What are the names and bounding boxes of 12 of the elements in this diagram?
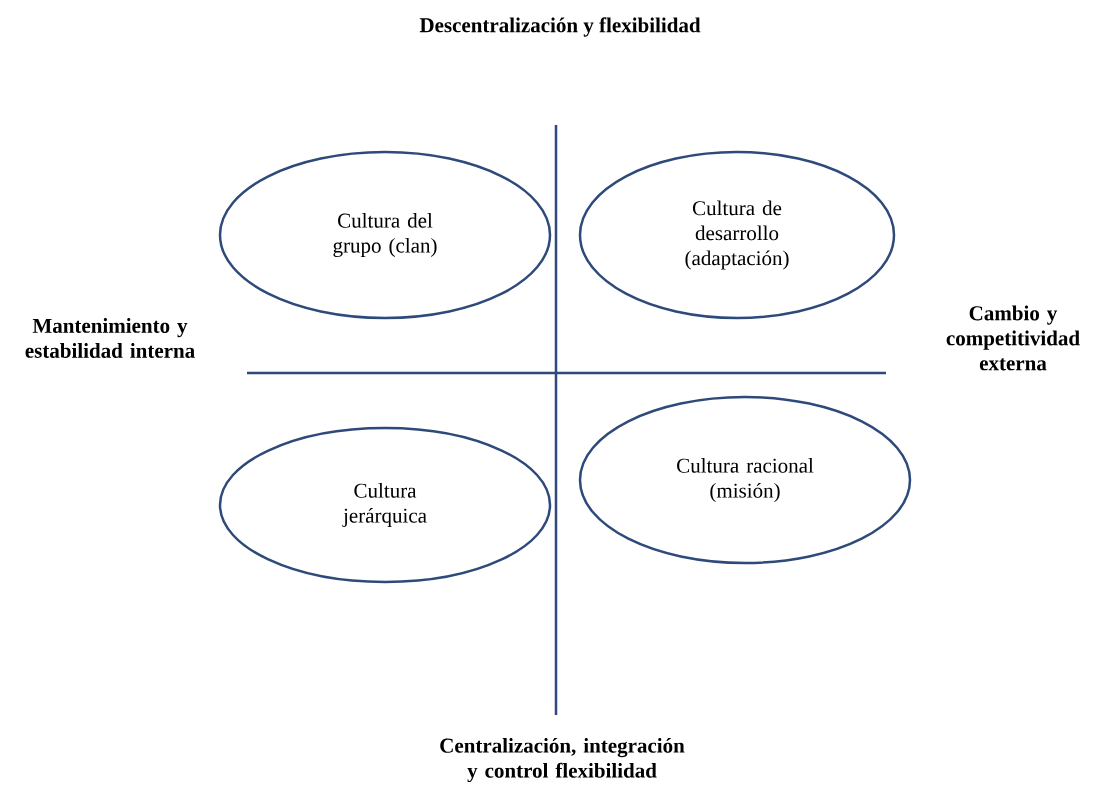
axis-title: Descentralización y flexibilidad <box>419 17 701 37</box>
node-label: Cultura racional (misión) <box>677 457 814 503</box>
culture-ellipse <box>218 150 552 320</box>
node-label: Cultura del grupo (clan) <box>333 212 437 258</box>
culture-ellipse <box>578 150 896 320</box>
culture-ellipse <box>218 426 552 584</box>
axis-label: Centralización, integración y control flexibilidad <box>440 737 685 783</box>
node-label: Cultura jerárquica <box>342 482 427 528</box>
node-label: Cultura de desarrollo (adaptación) <box>685 200 789 270</box>
culture-ellipse <box>578 395 912 565</box>
axis-label: Cambio y competitividad externa <box>946 305 1080 371</box>
axis-label: Mantenimiento y estabilidad interna <box>25 318 195 358</box>
